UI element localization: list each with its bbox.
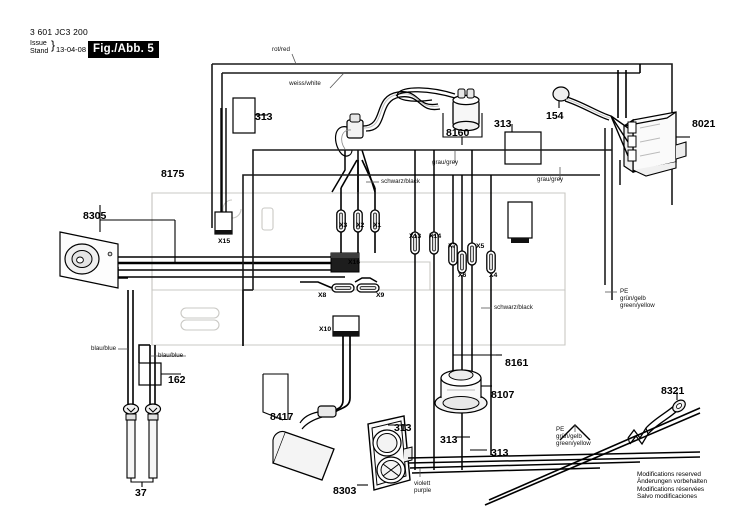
issue-brace: } xyxy=(51,38,56,52)
blue-wires xyxy=(118,277,156,405)
motor-fanout-wires xyxy=(604,115,629,300)
part-label-p162: 162 xyxy=(168,374,186,386)
grey-wire-frame xyxy=(117,267,253,346)
part-154-component xyxy=(552,86,612,121)
wire-label-w-weiss: weiss/white xyxy=(289,80,321,87)
footer-disclaimer: Modifications reserved Änderungen vorbeh… xyxy=(637,471,707,501)
footer-line: Salvo modificaciones xyxy=(637,493,698,501)
leader-37 xyxy=(130,478,154,487)
part-label-p8107: 8107 xyxy=(491,389,515,401)
part-switch-assembly xyxy=(331,91,441,193)
part-label-p8305: 8305 xyxy=(83,210,107,222)
part-label-p8161: 8161 xyxy=(505,357,529,369)
leads-x8-x9 xyxy=(300,277,378,289)
part-label-p154: 154 xyxy=(546,110,564,122)
wire-label-w-rot: rot/red xyxy=(272,46,290,53)
part-label-p313d: 313 xyxy=(440,434,458,446)
part-label-p37: 37 xyxy=(135,487,147,499)
part-37-screws xyxy=(122,403,162,479)
switch-output-wires xyxy=(407,451,701,474)
wire-label-w-blau1: blau/blue xyxy=(91,345,117,352)
connector-label-X2: X2 xyxy=(356,222,365,229)
connector-label-X16: X16 xyxy=(348,259,361,266)
footer-line: Modifications reserved xyxy=(637,471,701,478)
part-number: 3 601 JC3 200 xyxy=(30,27,88,37)
connector-X6 xyxy=(457,250,467,274)
part-8305-plug xyxy=(59,231,119,289)
part-8303-housing xyxy=(367,415,413,491)
outer-wire-frame xyxy=(211,63,673,228)
part-label-p8160: 8160 xyxy=(446,127,470,139)
figure-badge: Fig./Abb. 5 xyxy=(88,41,159,58)
part-8021-motor xyxy=(623,111,687,177)
connector-label-X7: X7 xyxy=(448,243,457,250)
wire-label-leaders xyxy=(118,53,617,477)
connector-X8 xyxy=(331,283,355,293)
connector-label-X4: X4 xyxy=(489,272,498,279)
leader-8417 xyxy=(262,373,289,421)
connector-X16-block xyxy=(330,252,360,273)
connector-label-X10: X10 xyxy=(319,326,332,333)
connector-label-X14: X14 xyxy=(429,233,442,240)
part-label-p8321: 8321 xyxy=(661,385,685,397)
connector-label-X5: X5 xyxy=(476,243,485,250)
footer-line: Modifications réservées xyxy=(637,485,705,493)
lower-harness-frame xyxy=(242,149,612,346)
wire-label-w-schw1: schwarz/black xyxy=(381,178,420,185)
issue-labels: Issue Stand xyxy=(30,40,48,55)
part-label-p8303: 8303 xyxy=(333,485,357,497)
footer-line: Änderungen vorbehalten xyxy=(637,478,707,486)
leader-8305 xyxy=(99,205,176,262)
part-313-box-left xyxy=(232,97,256,134)
issue-label-en: Issue xyxy=(30,40,47,47)
connector-label-X13: X13 xyxy=(409,233,422,240)
part-label-p313b: 313 xyxy=(494,118,512,130)
connector-label-X6: X6 xyxy=(458,272,467,279)
connector-X15 xyxy=(214,211,233,235)
connector-label-X8: X8 xyxy=(318,292,327,299)
part-label-p313e: 313 xyxy=(491,447,509,459)
x15-cable xyxy=(220,108,227,212)
connector-X9 xyxy=(356,283,380,293)
leaders-313-bottom xyxy=(388,424,487,451)
part-8160-capacitor xyxy=(395,87,480,132)
leader-8160 xyxy=(442,113,483,145)
part-8417-pad xyxy=(272,405,337,481)
wire-label-w-schw2: schwarz/black xyxy=(494,304,533,311)
issue-label-de: Stand xyxy=(30,47,49,55)
part-label-p8417: 8417 xyxy=(270,411,294,423)
mains-cable xyxy=(118,256,345,278)
issue-date: 13-04-08 xyxy=(56,45,87,54)
leader-8161 xyxy=(453,348,502,356)
part-label-p8021: 8021 xyxy=(692,118,716,130)
leads-x13-x4 xyxy=(414,150,492,470)
connector-X4 xyxy=(486,250,496,274)
wire-label-w-blau2: blau/blue xyxy=(158,352,184,359)
connector-label-X9: X9 xyxy=(376,292,385,299)
wire-label-w-grau2: grau/grey xyxy=(537,176,564,183)
wire-label-w-grau1: grau/grey xyxy=(432,159,459,166)
x10-cable xyxy=(329,336,351,414)
part-label-p313a: 313 xyxy=(255,111,273,123)
part-label-p8175: 8175 xyxy=(161,168,185,180)
connector-label-X15: X15 xyxy=(218,238,231,245)
connector-label-X3: X3 xyxy=(339,222,348,229)
connector-label-X1: X1 xyxy=(373,222,382,229)
right-trunk-wires xyxy=(617,64,641,118)
part-313-box-centre xyxy=(504,131,542,165)
connector-X10 xyxy=(332,315,360,337)
connector-X5 xyxy=(467,242,477,266)
part-8321-clip xyxy=(627,399,686,446)
part-label-p313c: 313 xyxy=(394,422,412,434)
part-313-box-right xyxy=(507,201,533,243)
part-8107-motor xyxy=(434,369,488,414)
